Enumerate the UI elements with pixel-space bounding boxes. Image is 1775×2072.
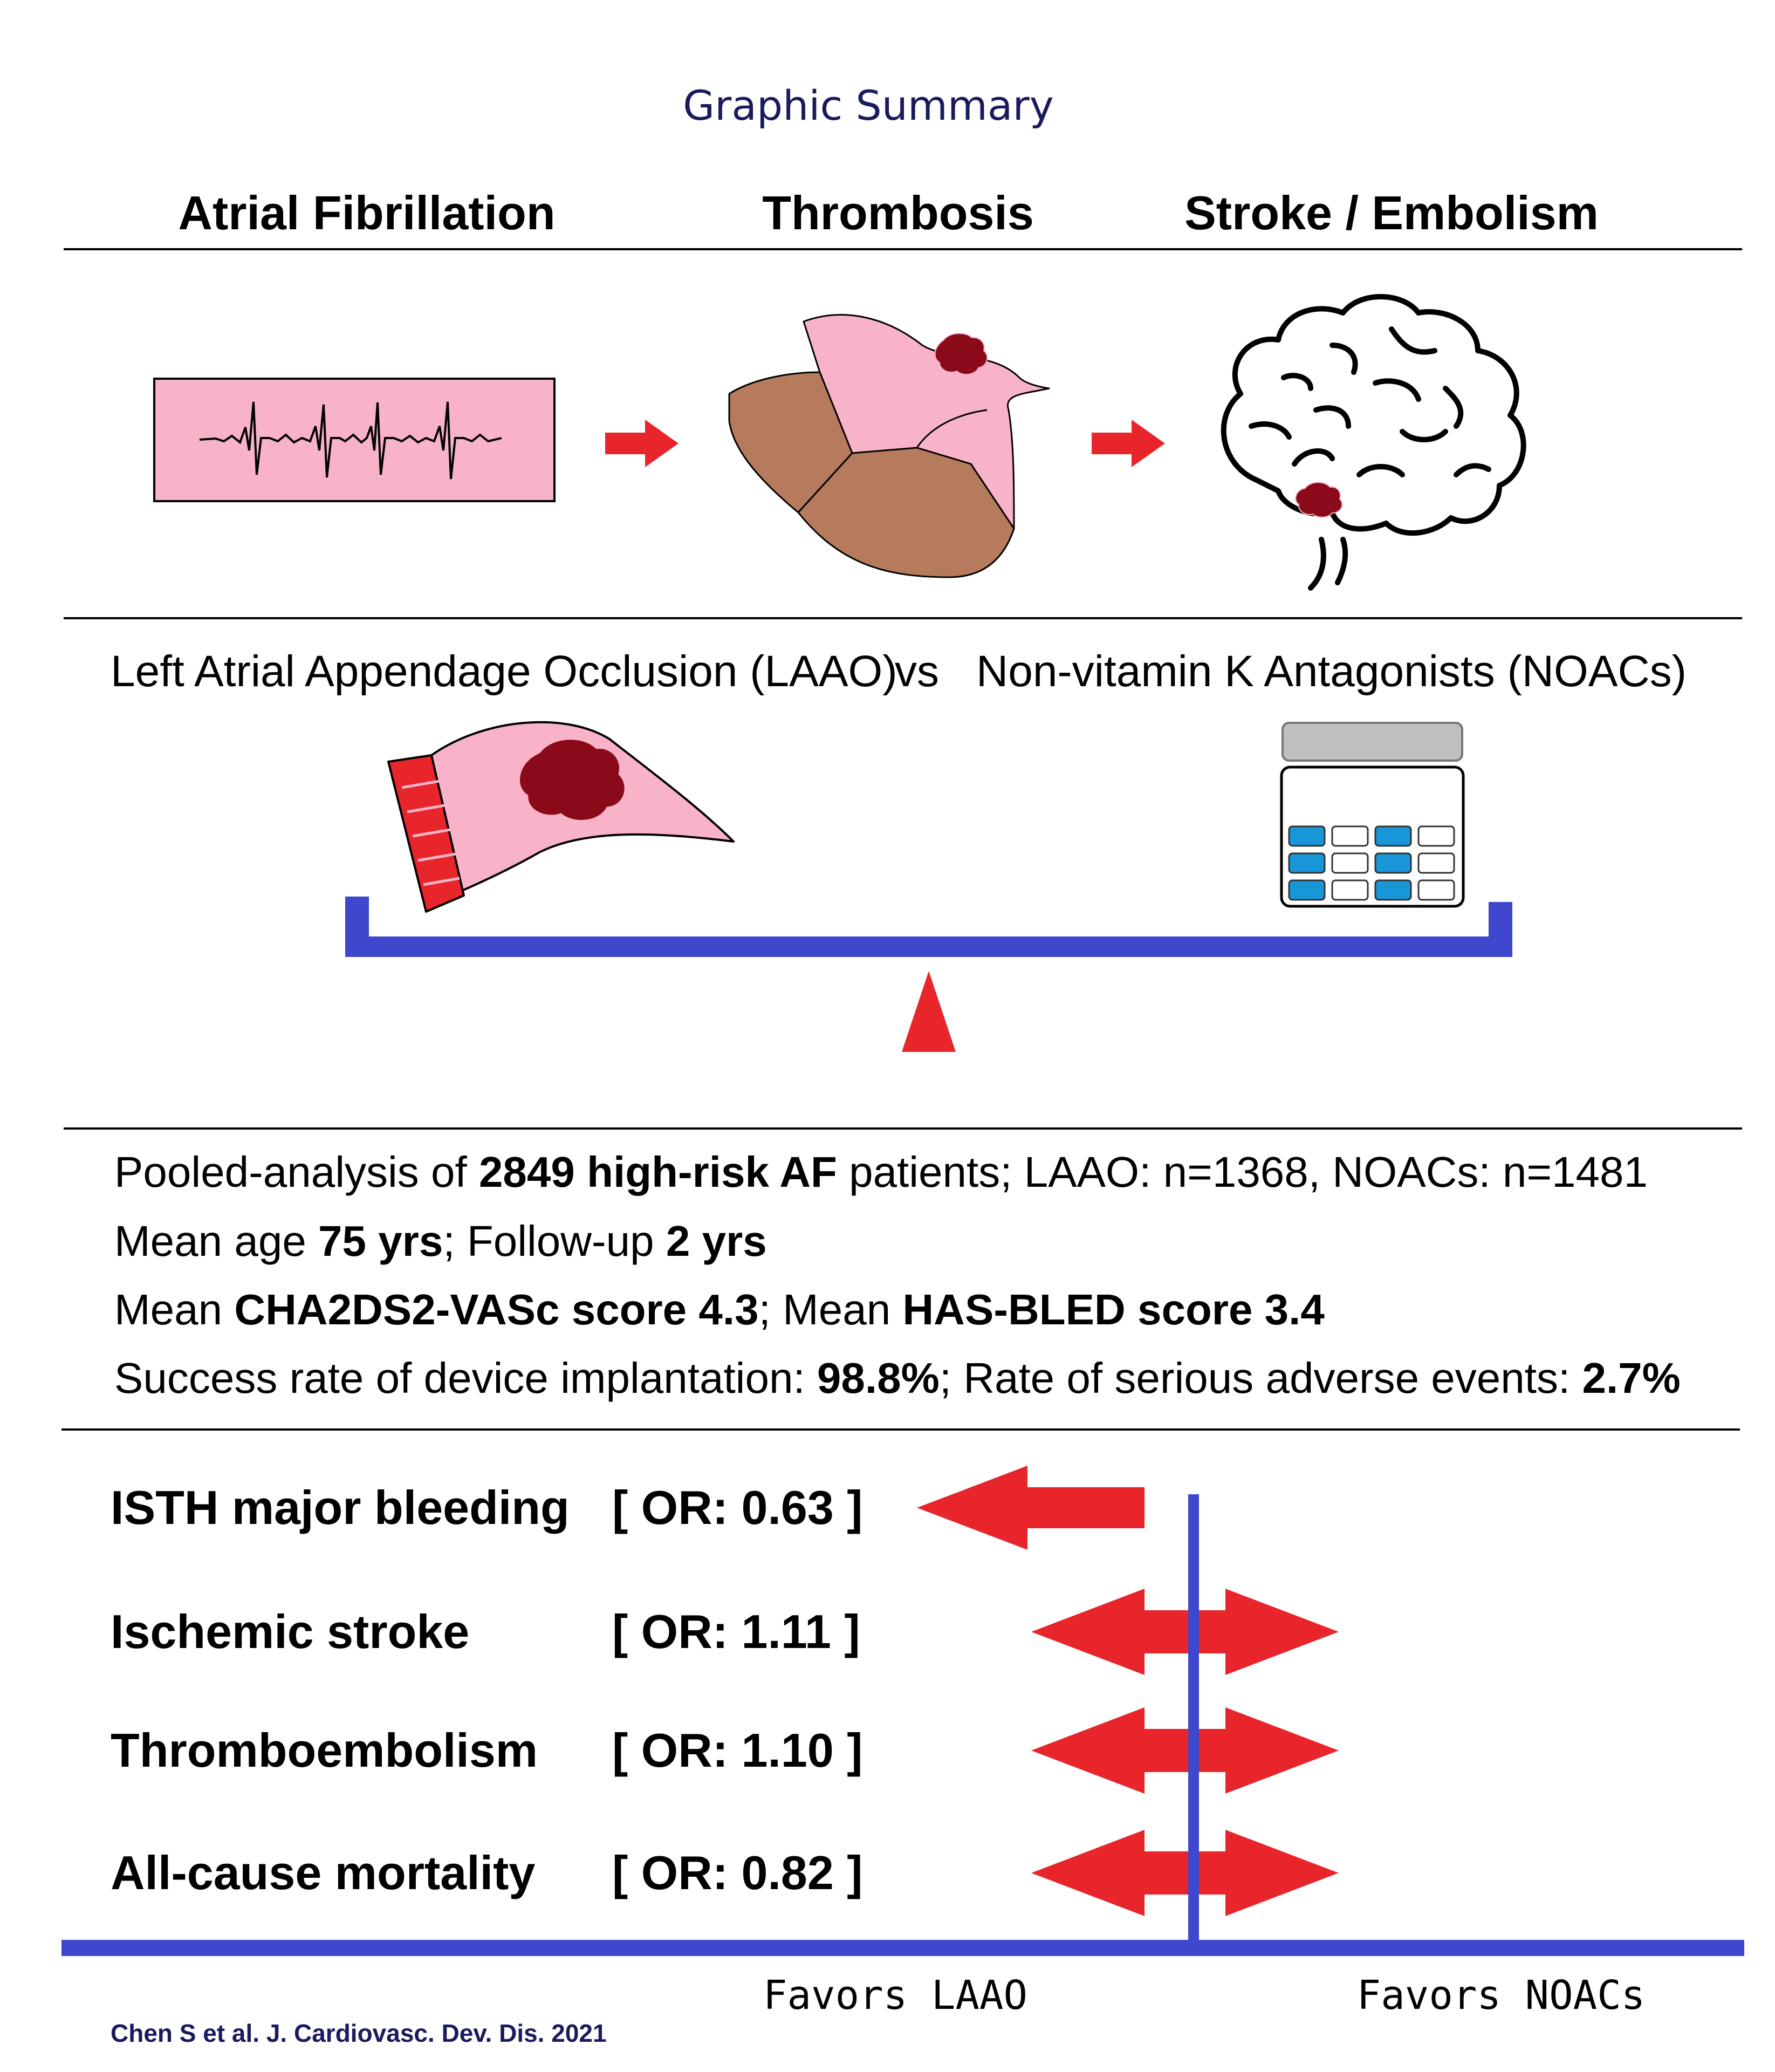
stat-text: patients; LAAO: n=1368, NOACs: n=1481 (837, 1148, 1648, 1196)
outcome-or-label: [ OR: 1.10 ] (612, 1724, 863, 1777)
pill-empty (1331, 852, 1369, 874)
stat-text: Mean (114, 1285, 234, 1334)
pill-filled (1374, 879, 1412, 901)
stat-line: Mean age 75 yrs; Follow-up 2 yrs (114, 1217, 767, 1265)
pill-filled (1288, 852, 1326, 874)
pill-grid (1288, 825, 1455, 901)
outcome-name: Ischemic stroke (111, 1605, 469, 1658)
comparison-right: Non-vitamin K Antagonists (NOACs) (976, 647, 1687, 696)
summary-title: Graphic Summary (683, 81, 1053, 129)
axis-label-favors-laao: Favors LAAO (763, 1972, 1027, 2019)
pill-box-lid (1281, 722, 1463, 762)
laao-device-illustration (387, 721, 735, 913)
stat-text: Mean age (114, 1217, 318, 1265)
pill-filled (1374, 825, 1412, 847)
ecg-illustration (153, 378, 556, 502)
outcome-or-label: [ OR: 0.82 ] (612, 1846, 863, 1899)
arrow-right-icon (1092, 420, 1165, 467)
pill-empty (1417, 852, 1455, 874)
brain-icon (1221, 294, 1526, 591)
stat-text: ; Follow-up (443, 1217, 666, 1265)
pill-empty (1417, 825, 1455, 847)
stage-stroke-embolism: Stroke / Embolism (1184, 186, 1599, 240)
double-arrow-icon (1031, 1830, 1339, 1916)
axis-label-favors-noacs: Favors NOACs (1357, 1972, 1646, 2019)
study-stats: Pooled-analysis of 2849 high-risk AF pat… (114, 1148, 1681, 1402)
stat-value: 2 yrs (666, 1217, 767, 1265)
bottom-axis (61, 1940, 1744, 1956)
stat-value: 2849 high-risk AF (479, 1148, 837, 1196)
comparison-left: Left Atrial Appendage Occlusion (LAAO) (111, 647, 897, 696)
stat-value: 2.7% (1582, 1354, 1680, 1402)
stat-text: ; Rate of serious adverse events: (940, 1354, 1582, 1402)
outcome-name: Thromboembolism (111, 1724, 538, 1777)
stage-thrombosis: Thrombosis (762, 186, 1034, 240)
stat-value: 75 yrs (318, 1217, 443, 1265)
outcomes: ISTH major bleeding [ OR: 0.63 ] Ischemic … (111, 1481, 863, 1899)
outcome-or-label: [ OR: 1.11 ] (612, 1605, 860, 1658)
citation: Chen S et al. J. Cardiovasc. Dev. Dis. 2… (111, 2019, 607, 2047)
stat-line: Success rate of device implantation: 98.… (114, 1354, 1681, 1402)
reference-line (1188, 1494, 1199, 1943)
stage-atrial-fibrillation: Atrial Fibrillation (178, 186, 555, 240)
stat-line: Mean CHA2DS2-VASc score 4.3; Mean HAS-BL… (114, 1285, 1325, 1334)
pill-filled (1374, 852, 1412, 874)
fulcrum-triangle (902, 971, 956, 1052)
arrow-right-icon (605, 420, 679, 467)
stat-value: CHA2DS2-VASc score 4.3 (234, 1285, 758, 1334)
outcome-name: ISTH major bleeding (111, 1481, 570, 1534)
clot-icon (934, 333, 988, 375)
pill-filled (1288, 825, 1326, 847)
stat-text: Pooled-analysis of (114, 1148, 479, 1196)
pill-empty (1331, 879, 1369, 901)
double-arrow-icon (1031, 1589, 1339, 1675)
pill-box-icon (1280, 722, 1465, 908)
pill-empty (1331, 825, 1369, 847)
outcome-name: All-cause mortality (111, 1846, 535, 1899)
pill-empty (1417, 879, 1455, 901)
balance-scale (345, 897, 1512, 957)
stat-value: HAS-BLED score 3.4 (902, 1285, 1325, 1334)
stat-text: ; Mean (759, 1285, 903, 1334)
stat-value: 98.8% (817, 1354, 940, 1402)
arrow-left-icon (917, 1466, 1145, 1550)
stat-text: Success rate of device implantation: (114, 1354, 817, 1402)
outcome-arrows (917, 1466, 1339, 1916)
clot-icon (1295, 482, 1343, 518)
ecg-trace (199, 401, 502, 480)
double-arrow-icon (1031, 1707, 1339, 1794)
pill-filled (1288, 879, 1326, 901)
outcome-or-label: [ OR: 0.63 ] (612, 1481, 863, 1534)
heart-thrombus-illustration (728, 314, 1050, 578)
comparison-vs: vs (895, 647, 939, 696)
stat-line: Pooled-analysis of 2849 high-risk AF pat… (114, 1148, 1648, 1196)
clot-icon (518, 738, 626, 822)
